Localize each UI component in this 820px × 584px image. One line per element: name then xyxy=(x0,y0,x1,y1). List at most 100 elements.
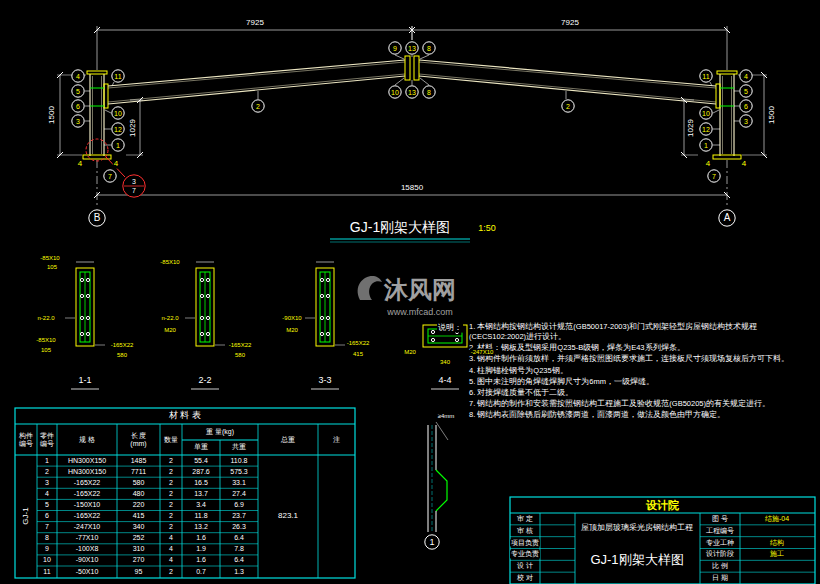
drawing-line xyxy=(258,424,259,578)
callout-bubble: 7 xyxy=(707,169,721,183)
drawing-line xyxy=(412,30,727,31)
section-dimension: 340 xyxy=(439,359,451,366)
drawing-line xyxy=(37,532,258,533)
callout-number: 2 xyxy=(256,103,260,110)
title-block-text: 日 期 xyxy=(711,574,729,582)
section-dimension: M20 xyxy=(163,327,177,334)
drawing-line xyxy=(108,74,405,102)
callout-number: 5 xyxy=(744,88,748,95)
table-cell: 8 xyxy=(44,534,50,542)
drawing-circle xyxy=(80,278,83,281)
drawing-circle xyxy=(80,316,83,319)
drawing-circle xyxy=(326,316,329,319)
table-cell: 数量 xyxy=(161,436,181,444)
callout-bubble: 10 xyxy=(388,85,402,99)
scale-text: 1:50 xyxy=(477,224,497,234)
drawing-line xyxy=(37,499,258,500)
drawing-line xyxy=(720,106,734,107)
drawing-line xyxy=(37,477,258,478)
title-block-text: 图 号 xyxy=(711,515,729,523)
callout-bubble: 6 xyxy=(71,99,85,113)
callout-number: 7 xyxy=(132,186,136,195)
table-cell: 4 xyxy=(168,557,174,565)
section-dimension: 415 xyxy=(352,351,364,358)
drawing-line xyxy=(540,513,541,584)
callout-bubble: 13 xyxy=(405,41,419,55)
section-dimension: -85X10 xyxy=(35,337,56,344)
title-block-text: 专业负责 xyxy=(510,551,540,558)
table-cell: 1485 xyxy=(130,457,148,465)
dimension-text: 7925 xyxy=(245,19,265,28)
drawing-line xyxy=(510,536,575,537)
table-cell: 6.4 xyxy=(233,534,245,542)
section-dimension: M20 xyxy=(285,327,299,334)
table-cell: -150X10 xyxy=(73,501,101,509)
section-label: 2-2 xyxy=(197,376,212,386)
title-block-text: 专业工种 xyxy=(705,539,735,547)
table-cell: 2 xyxy=(168,523,174,531)
title-block-text: 结施-04 xyxy=(764,515,790,523)
drawing-line xyxy=(89,74,90,156)
callout-number: 11 xyxy=(702,73,709,80)
drawing-line xyxy=(510,524,575,525)
drawing-line xyxy=(140,100,141,155)
callout-number: B xyxy=(94,213,101,223)
table-cell: 2 xyxy=(168,568,174,576)
callout-bubble: 4 xyxy=(71,69,85,83)
callout-number: 12 xyxy=(114,126,122,133)
bubble-circle xyxy=(700,70,712,82)
section-dimension: 105 xyxy=(40,347,52,354)
drawing-line xyxy=(90,88,104,89)
callout-number: 3 xyxy=(76,118,80,125)
table-cell: GJ-1 xyxy=(22,506,31,525)
section-dimension: -247X10 xyxy=(470,349,495,356)
table-cell: 1.6 xyxy=(195,557,207,565)
drawing-line xyxy=(182,424,183,578)
drawing-line xyxy=(510,572,575,573)
table-cell: 零件编号 xyxy=(38,432,56,447)
callout-number: 4 xyxy=(744,73,748,80)
drawing-line xyxy=(104,129,111,130)
drawing-line xyxy=(700,560,815,561)
section-label: 3-3 xyxy=(317,376,332,386)
section-dimension: 105 xyxy=(46,264,58,271)
table-cell: -77X10 xyxy=(75,534,100,542)
drawing-line xyxy=(37,566,258,567)
drawing-line xyxy=(160,424,161,578)
callout-number: 12 xyxy=(702,126,710,133)
drawing-line xyxy=(713,110,719,113)
drawing-line xyxy=(395,78,404,85)
title-block-text: 屋顶加层玻璃采光房钢结构工程 xyxy=(576,524,698,532)
drawing-rect xyxy=(200,272,210,342)
drawing-line xyxy=(419,62,716,88)
bubble-circle xyxy=(112,107,124,119)
drawing-rect xyxy=(716,84,720,108)
drawing-line xyxy=(57,155,82,156)
table-cell: 5 xyxy=(44,501,50,509)
note-text: 2. 材料：钢板及型钢采用Q235-B级钢，焊条为E43系列焊条。 xyxy=(468,343,808,353)
drawing-circle xyxy=(86,294,89,297)
section-cut-mark: 4 xyxy=(741,160,747,169)
drawing-line xyxy=(510,513,815,514)
table-cell: 310 xyxy=(132,546,146,554)
table-cell: -100X8 xyxy=(75,546,100,554)
table-cell: 总重 xyxy=(280,436,296,444)
drawing-line xyxy=(76,262,94,263)
drawing-circle xyxy=(320,294,323,297)
drawing-circle xyxy=(455,338,458,341)
drawing-line xyxy=(85,272,86,342)
title-block-text: 校 对 xyxy=(516,575,534,582)
table-cell: 2 xyxy=(44,468,50,476)
table-cell: 340 xyxy=(132,523,146,531)
drawing-line xyxy=(724,192,730,198)
note-text: 5. 图中未注明的角焊缝焊脚尺寸为6mm，一级焊缝。 xyxy=(468,377,808,387)
detail-index-bubble: 37 xyxy=(122,174,146,198)
drawing-circle xyxy=(80,294,83,297)
drawing-circle xyxy=(326,332,329,335)
drawing-line xyxy=(681,100,694,101)
table-cell: 4 xyxy=(44,490,50,498)
watermark: www.mfcad.com xyxy=(386,308,454,318)
callout-number: 11 xyxy=(114,73,121,80)
callout-number: 13 xyxy=(408,89,416,96)
table-cell: 580 xyxy=(132,479,146,487)
